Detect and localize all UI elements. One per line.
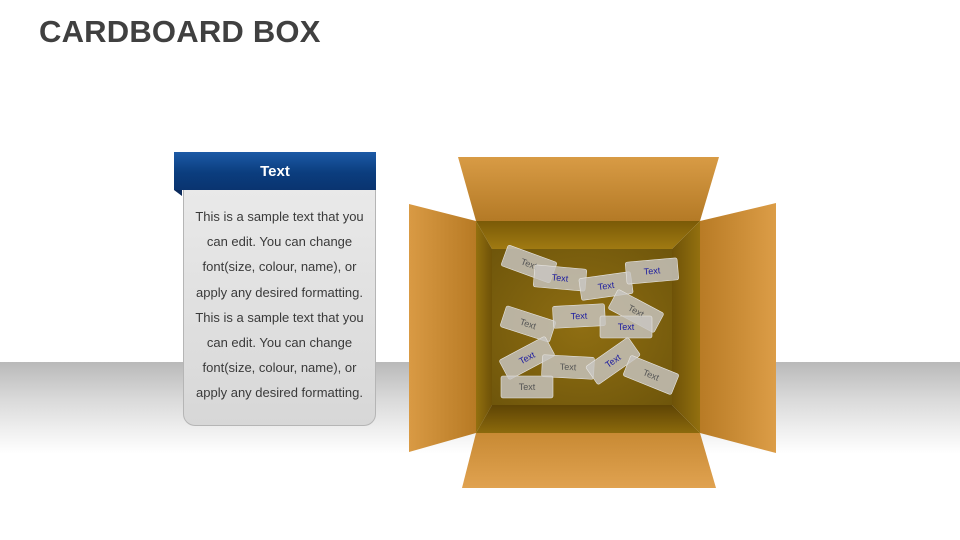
text-card-line: font(size, colour, name), or <box>202 360 357 376</box>
sticky-note-paper <box>599 315 653 339</box>
box-flap-bottom <box>462 433 716 488</box>
sticky-note-paper <box>585 337 641 385</box>
sticky-note-paper <box>500 305 556 343</box>
sticky-note: Text <box>585 337 641 385</box>
sticky-note-label: Text <box>643 265 661 276</box>
slide-title: CARDBOARD BOX <box>39 14 321 49</box>
box-flap-right <box>700 203 776 453</box>
text-card-line: This is a sample text that you <box>195 209 364 224</box>
text-card-body: This is a sample text that you can edit.… <box>183 190 376 426</box>
box-wall-top <box>476 221 700 249</box>
sticky-note-label: Text <box>570 311 588 322</box>
box-flap-left <box>409 204 476 452</box>
sticky-note: Text <box>533 264 587 292</box>
sticky-note-label: Text <box>559 362 577 373</box>
text-card-line: can edit. You can change <box>206 335 353 351</box>
box-flap-top <box>458 157 719 221</box>
text-card-line: apply any desired formatting. <box>196 284 363 300</box>
sticky-note-paper <box>500 375 554 399</box>
sticky-note-paper <box>623 355 679 395</box>
sticky-note-label: Text <box>551 272 569 283</box>
box-wall-bottom <box>476 405 700 433</box>
sticky-note-paper <box>552 303 606 329</box>
sticky-note: Text <box>499 336 555 380</box>
text-card-line: This is a sample text that you <box>195 309 364 325</box>
text-card-header: Text <box>174 152 376 190</box>
sticky-note: Text <box>623 355 679 395</box>
sticky-note-label: Text <box>519 382 536 392</box>
sticky-note-paper <box>625 257 679 285</box>
text-card-line: font(size, colour, name), or <box>202 259 357 275</box>
sticky-note-label: Text <box>519 317 538 332</box>
box-wall-left <box>476 221 492 433</box>
sticky-note: Text <box>500 305 556 343</box>
sticky-note: Text <box>552 303 606 329</box>
sticky-note: Text <box>625 257 679 285</box>
sticky-note-label: Text <box>597 280 615 292</box>
text-card-fold <box>174 190 182 196</box>
sticky-note: Text <box>500 375 554 399</box>
sticky-note-label: Text <box>618 322 635 332</box>
sticky-note: Text <box>599 315 653 339</box>
box-wall-right <box>672 221 700 433</box>
text-card-line: apply any desired formatting. <box>196 385 363 401</box>
text-card-line: can edit. You can change <box>206 234 353 250</box>
sticky-note-paper <box>499 336 555 380</box>
